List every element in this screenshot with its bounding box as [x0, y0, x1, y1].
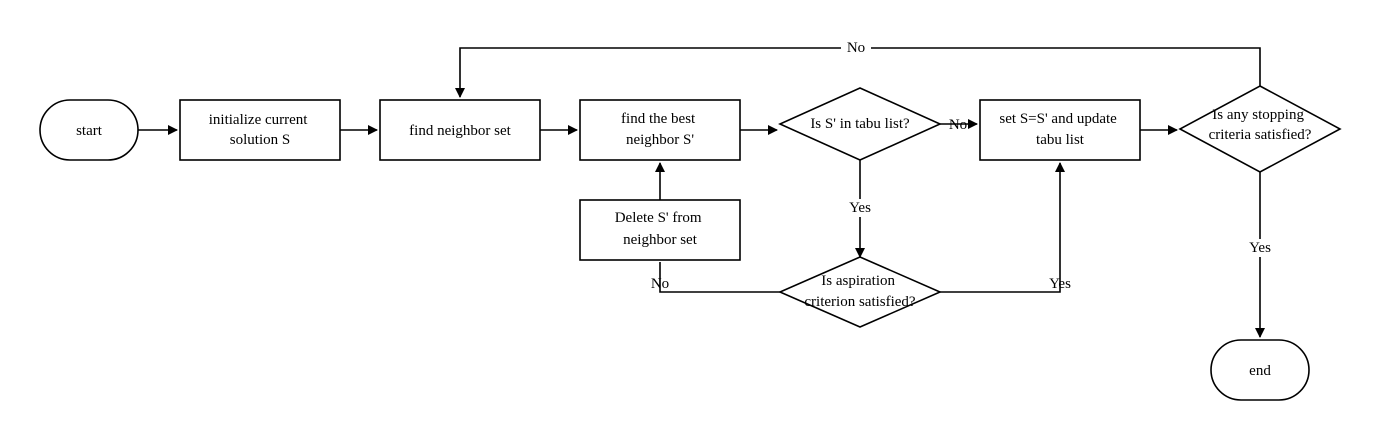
aspiration-yes-label: Yes [1049, 276, 1071, 292]
aspiration-label: Is aspiration criterion satisfied? [804, 273, 916, 310]
edge-aspiration-yes-to-update [940, 162, 1065, 293]
initialize-process: initialize current solution S [179, 99, 341, 161]
initialize-label: initialize current solution S [209, 112, 311, 148]
aspiration-no-label: No [651, 276, 669, 292]
delete-process: Delete S' from neighbor set [579, 199, 741, 261]
find-best-label: find the best neighbor S' [621, 111, 699, 148]
find-neighbor-label: find neighbor set [409, 123, 511, 139]
edge-aspiration-no-to-delete [659, 262, 780, 293]
update-label: set S=S' and update tabu list [999, 111, 1120, 148]
end-terminal: end [1210, 339, 1310, 401]
tabu-check-label: Is S' in tabu list? [810, 116, 910, 132]
tabu-no-label: No [949, 117, 967, 133]
find-neighbor-process: find neighbor set [379, 99, 541, 161]
stop-no-label: No [847, 40, 865, 56]
stop-check-decision: Is any stopping criteria satisfied? [1178, 85, 1342, 173]
tabu-check-decision: Is S' in tabu list? [778, 87, 942, 161]
edge-labels: No No Yes No Yes Yes [651, 39, 1278, 292]
stop-yes-label: Yes [1249, 240, 1271, 256]
find-best-process: find the best neighbor S' [579, 99, 741, 161]
tabu-yes-label: Yes [849, 200, 871, 216]
update-process: set S=S' and update tabu list [979, 99, 1141, 161]
edges [138, 47, 1265, 338]
start-terminal: start [39, 99, 139, 161]
delete-label: Delete S' from neighbor set [615, 210, 706, 248]
end-label: end [1249, 363, 1271, 379]
start-label: start [76, 123, 103, 139]
aspiration-decision: Is aspiration criterion satisfied? [778, 256, 942, 328]
stop-check-label: Is any stopping criteria satisfied? [1209, 107, 1312, 143]
